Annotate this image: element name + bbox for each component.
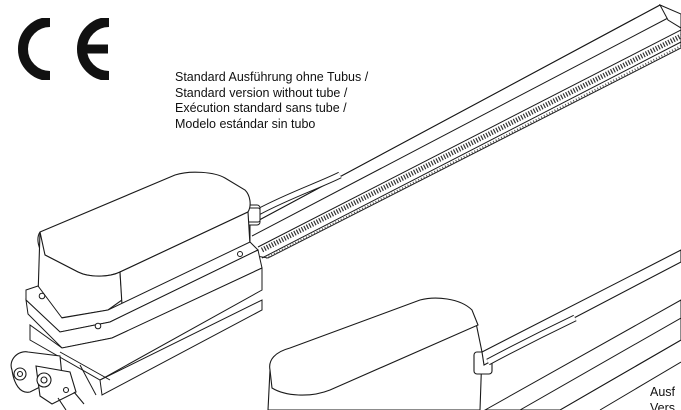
second-actuator bbox=[267, 249, 681, 410]
caption-standard-version: Standard Ausführung ohne Tubus / Standar… bbox=[175, 70, 368, 132]
ce-mark-icon: CE bbox=[18, 18, 110, 80]
caption-line-fr: Exécution standard sans tube / bbox=[175, 101, 347, 115]
caption-line-es: Modelo estándar sin tubo bbox=[175, 116, 316, 131]
profile-rail bbox=[29, 267, 263, 396]
caption2-line-1: Ausf bbox=[650, 385, 676, 399]
caption-second-version: Ausf Vers bbox=[650, 385, 675, 410]
caption-line-de: Standard Ausführung ohne Tubus / bbox=[175, 70, 369, 84]
caption2-line-2: Vers bbox=[650, 400, 676, 410]
clevis-mount bbox=[10, 351, 85, 410]
rack-tube bbox=[249, 3, 681, 259]
rack-teeth bbox=[260, 33, 681, 253]
caption-line-en: Standard version without tube / bbox=[175, 85, 348, 100]
second-rack-tube bbox=[483, 299, 681, 410]
